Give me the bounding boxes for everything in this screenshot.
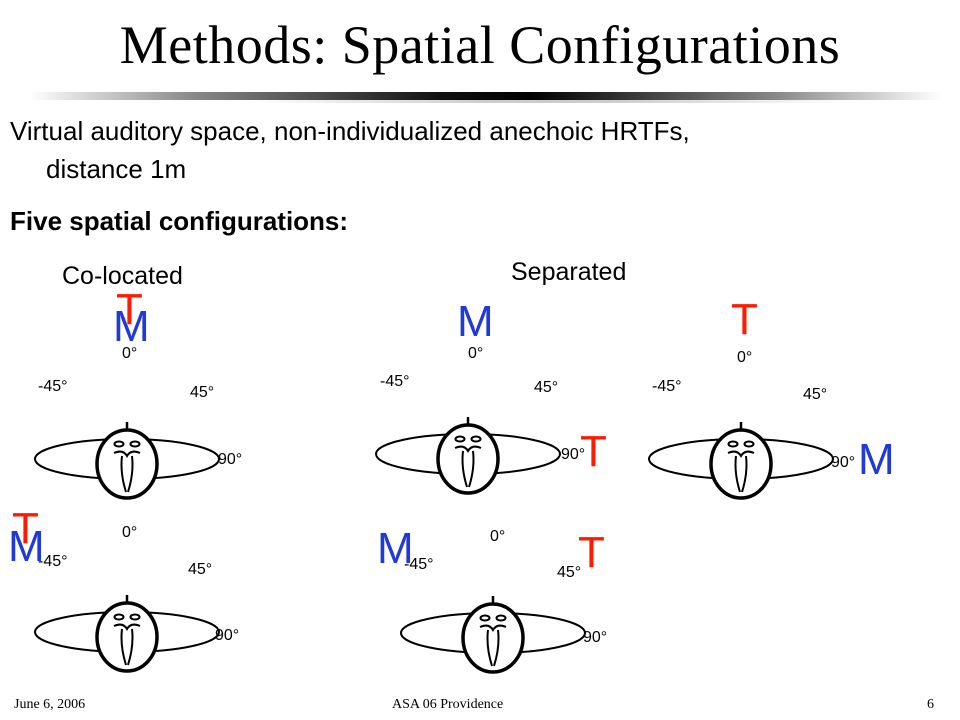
masker-source: M [8,522,45,571]
footer-venue: ASA 06 Providence [392,697,504,712]
target-source: T [116,285,143,334]
angle-90-label: 90° [218,451,242,468]
diagram-m0-t90: 0° -45° 45° 90° M T [374,297,607,495]
footer-page-number: 6 [927,697,934,712]
angle-minus45-label: -45° [38,553,68,570]
title-divider [30,92,940,100]
angle-0-label: 0° [122,345,137,362]
masker-source: M [457,297,494,346]
angle-minus45-label: -45° [652,378,682,395]
target-source: T [12,504,39,553]
angle-0-label: 0° [468,345,483,362]
diagram-m-minus45-t45: 0° -45° 45° 90° M T [377,524,607,674]
diagram-colocated-0: 0° -45° 45° 90° T M [33,285,242,500]
diagram-t0-m90: 0° -45° 45° 90° T M [647,295,895,500]
angle-minus45-label: -45° [380,373,410,390]
target-source: T [580,427,607,476]
target-source: T [578,528,605,577]
bullet-line-1: Virtual auditory space, non-individualiz… [10,116,690,146]
footer-date: June 6, 2006 [14,697,86,712]
masker-source: M [113,302,150,351]
angle-90-label: 90° [561,446,585,463]
colocated-label: Co-located [62,262,183,290]
angle-90-label: 90° [215,627,239,644]
angle-0-label: 0° [490,528,505,545]
bullet-five-configs: Five spatial configurations: [10,206,349,236]
angle-minus45-label: -45° [38,378,68,395]
masker-source: M [377,524,414,573]
title-divider-shadow [250,100,850,103]
angle-45-label: 45° [190,384,214,401]
bullet-line-2: distance 1m [46,154,187,184]
separated-label: Separated [511,258,627,286]
angle-90-label: 90° [583,629,607,646]
angle-0-label: 0° [122,524,137,541]
angle-90-label: 90° [831,454,855,471]
target-source: T [731,295,758,344]
masker-source: M [858,435,895,484]
slide-title: Methods: Spatial Configurations [119,15,841,75]
diagram-colocated-minus45: 0° -45° 45° 90° T M [8,504,239,673]
angle-45-label: 45° [188,561,212,578]
angle-45-label: 45° [803,386,827,403]
angle-45-label: 45° [534,379,558,396]
bullet-virtual-space: Virtual auditory space, non-individualiz… [10,112,930,188]
angle-45-label: 45° [557,564,581,581]
angle-minus45-label: -45° [404,556,434,573]
angle-0-label: 0° [737,349,752,366]
